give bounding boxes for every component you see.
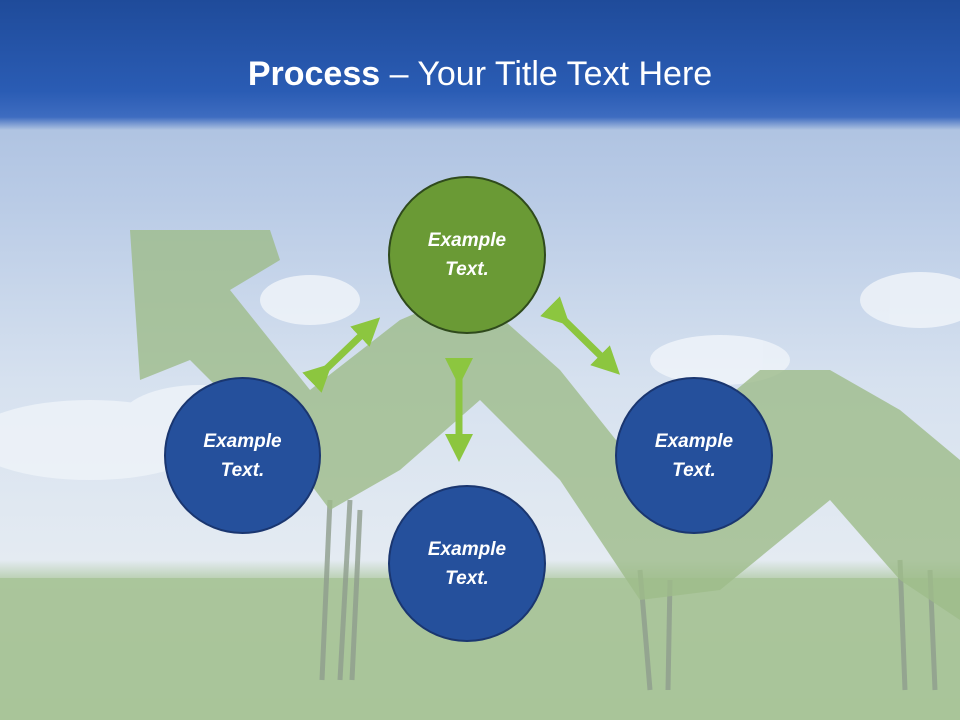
- node-bottom: Example Text.: [388, 485, 546, 642]
- title-bold-text: Process: [247, 55, 381, 93]
- arrow-top-left: [302, 317, 381, 393]
- node-left: Example Text.: [164, 377, 321, 534]
- node-top-label: Example Text.: [427, 230, 507, 280]
- title-bar: [0, 0, 960, 130]
- node-left-label: Example Text.: [203, 430, 282, 481]
- node-right: Example Text.: [615, 377, 773, 534]
- slide-title: Process – Your Title Text Here: [0, 52, 960, 96]
- node-top: Example Text.: [388, 176, 546, 334]
- node-bottom-label: Example Text.: [427, 538, 507, 589]
- title-rest-text: – Your Title Text Here: [380, 55, 713, 93]
- node-right-label: Example Text.: [654, 430, 734, 481]
- arrow-top-right: [540, 296, 620, 375]
